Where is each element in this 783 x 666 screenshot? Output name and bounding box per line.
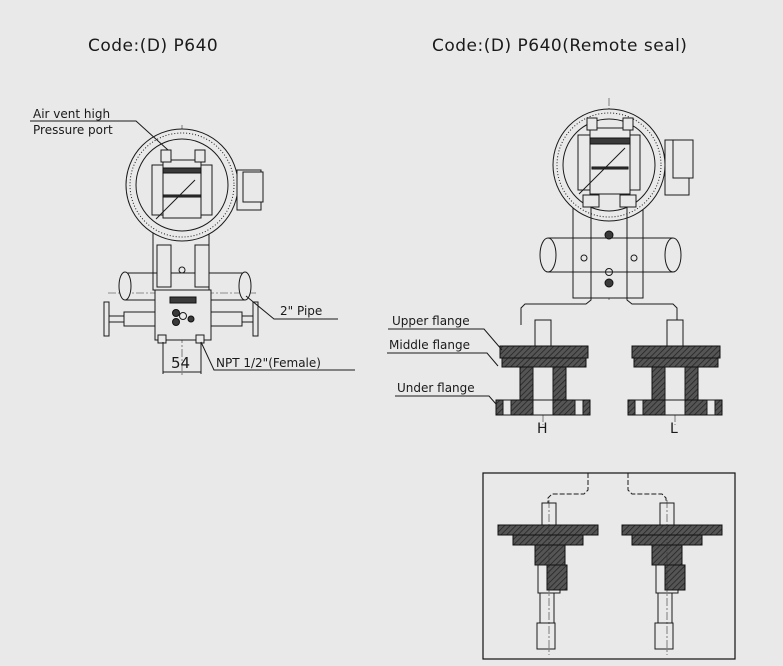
high-side-label: H [537,421,548,437]
label-npt: NPT 1/2"(Female) [200,341,355,371]
gauge-left [108,125,264,375]
remote-seal-high [495,319,591,425]
upper-flange-leader [388,328,503,351]
label-pipe: 2" Pipe [245,295,338,320]
capillaries [520,207,678,325]
detail-inset [482,472,736,660]
under-flange-leader [395,395,497,405]
remote-seal-low [627,319,723,425]
pipe-label: 2" Pipe [280,304,322,318]
middle-flange-label: Middle flange [389,338,470,352]
gauge-right [539,98,694,300]
title-left: Code:(D) P640 [88,36,218,56]
manifold-left [103,289,259,344]
upper-flange-label: Upper flange [392,314,470,328]
dimension-label: 54 [171,354,190,372]
label-air-vent: Air vent high Pressure port [30,107,169,151]
middle-flange-leader [387,352,499,367]
npt-label: NPT 1/2"(Female) [216,356,321,370]
title-right: Code:(D) P640(Remote seal) [432,36,687,56]
under-flange-label: Under flange [397,381,475,395]
air-vent-label-line2: Pressure port [33,123,113,137]
low-side-label: L [670,421,678,437]
air-vent-label-line1: Air vent high [33,107,110,121]
dimension-54: 54 [162,342,202,374]
